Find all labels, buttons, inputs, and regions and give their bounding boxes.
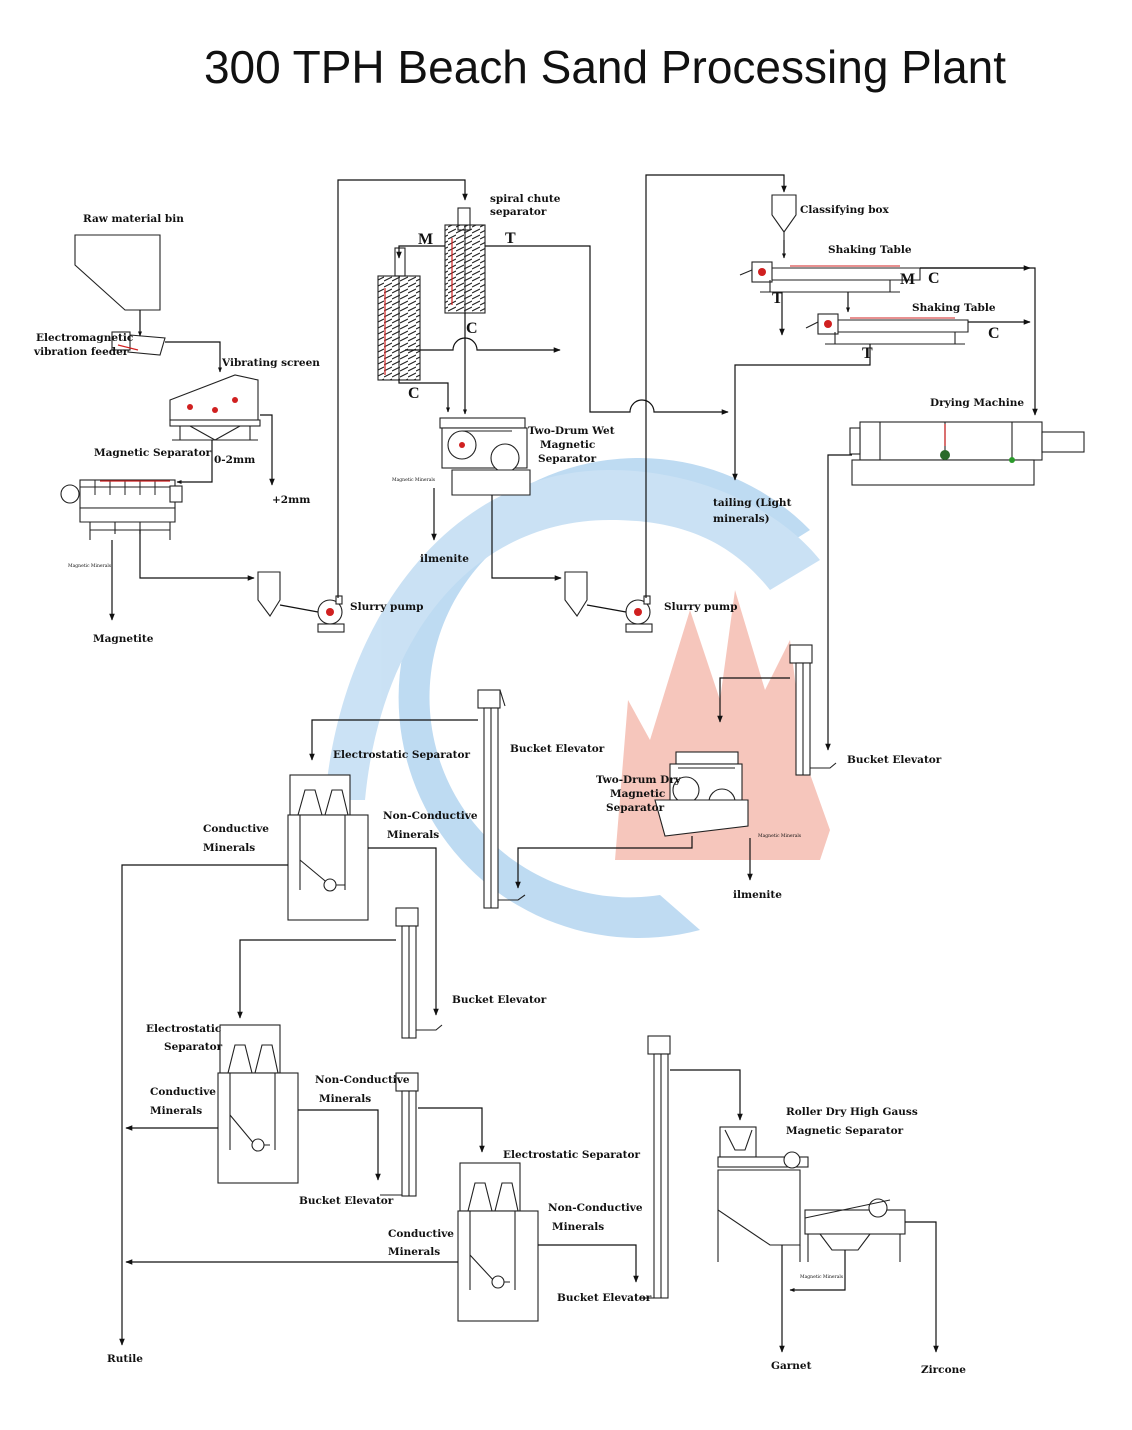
label-conductive-2a: Conductive [150, 1086, 216, 1098]
label-roller-separator-1: Roller Dry High Gauss [786, 1106, 918, 1118]
label-dry-separator-2: Magnetic [610, 788, 665, 800]
label-ilmenite-1: ilmenite [420, 553, 469, 565]
bucket-elevator-3 [395, 907, 443, 1039]
label-bucket-elevator-3: Bucket Elevator [452, 994, 547, 1006]
label-c-4: C [988, 325, 1000, 342]
label-non-conductive-2b: Minerals [319, 1093, 371, 1105]
label-bucket-elevator-1: Bucket Elevator [510, 743, 605, 755]
bucket-elevator-4 [380, 1072, 419, 1197]
label-wet-separator-1: Two-Drum Wet [528, 425, 615, 437]
label-ilmenite-2: ilmenite [733, 889, 782, 901]
two-drum-dry-separator [654, 751, 749, 837]
slurry-pump-2 [625, 595, 653, 633]
label-tailing-1: tailing (Light [713, 497, 792, 509]
label-slurry-pump-2: Slurry pump [664, 601, 737, 613]
magnetic-separator-1 [60, 479, 183, 540]
label-magnetite: Magnetite [93, 633, 154, 645]
slurry-pump-1 [317, 595, 345, 633]
raw-material-bin [74, 234, 161, 311]
vibration-feeder [111, 331, 166, 356]
electrostatic-separator-1 [287, 774, 369, 921]
label-shaking-table-1: Shaking Table [828, 244, 912, 256]
bucket-elevator-1 [477, 689, 526, 909]
label-conductive-1a: Conductive [203, 823, 269, 835]
label-garnet: Garnet [771, 1360, 812, 1372]
spiral-chute-2 [444, 207, 486, 314]
label-raw-material-bin: Raw material bin [83, 213, 184, 225]
label-conductive-3a: Conductive [388, 1228, 454, 1240]
flow-lines [109, 174, 1038, 1353]
label-non-conductive-2a: Non-Conductive [315, 1074, 410, 1086]
label-conductive-1b: Minerals [203, 842, 255, 854]
label-conductive-3b: Minerals [388, 1246, 440, 1258]
label-non-conductive-1a: Non-Conductive [383, 810, 478, 822]
label-classifying-box: Classifying box [800, 204, 890, 216]
label-dry-separator-3: Separator [606, 802, 665, 814]
label-bucket-elevator-4: Bucket Elevator [299, 1195, 394, 1207]
label-electrostatic-2b: Separator [164, 1041, 223, 1053]
label-t-2: T [772, 290, 783, 307]
electrostatic-separator-3 [457, 1162, 539, 1322]
label-non-conductive-1b: Minerals [387, 829, 439, 841]
label-c-2: C [408, 385, 420, 402]
label-magnetic-minerals-1: Magnetic Minerals [68, 563, 112, 569]
bucket-elevator-2 [789, 644, 837, 776]
label-non-conductive-3a: Non-Conductive [548, 1202, 643, 1214]
watermark-logo [325, 457, 830, 938]
label-drying-machine: Drying Machine [930, 397, 1024, 409]
label-electrostatic-2a: Electrostatic [146, 1023, 221, 1035]
roller-separator [717, 1126, 906, 1262]
label-c-1: C [466, 320, 478, 337]
vibrating-screen [169, 374, 261, 441]
bucket-elevator-5 [640, 1035, 671, 1299]
label-spiral-chute-1: spiral chute [490, 193, 561, 205]
label-roller-separator-2: Magnetic Separator [786, 1125, 904, 1137]
shaking-table-2 [805, 313, 969, 345]
label-size-coarse: +2mm [272, 494, 310, 506]
label-spiral-chute-2: separator [490, 206, 547, 218]
label-electrostatic-1: Electrostatic Separator [333, 749, 471, 761]
two-drum-wet-separator [439, 417, 531, 496]
label-electrostatic-3: Electrostatic Separator [503, 1149, 641, 1161]
label-bucket-elevator-2: Bucket Elevator [847, 754, 942, 766]
diagram-title: 300 TPH Beach Sand Processing Plant [203, 41, 1007, 93]
label-tailing-2: minerals) [713, 513, 770, 525]
label-size-fine: 0-2mm [214, 454, 255, 466]
spiral-chute-1 [377, 247, 421, 381]
label-vibrating-screen: Vibrating screen [221, 357, 320, 369]
sump-box-2 [564, 571, 588, 617]
label-shaking-table-2: Shaking Table [912, 302, 996, 314]
label-m-1: M [418, 231, 433, 248]
label-conductive-2b: Minerals [150, 1105, 202, 1117]
drying-machine [849, 421, 1085, 486]
label-rutile: Rutile [107, 1353, 143, 1365]
label-slurry-pump-1: Slurry pump [350, 601, 423, 613]
label-vibration-feeder-1: Electromagnetic [36, 332, 133, 344]
label-wet-separator-2: Magnetic [540, 439, 595, 451]
labels: Raw material bin Electromagnetic vibrati… [33, 193, 1024, 1376]
label-magnetic-separator: Magnetic Separator [94, 447, 212, 459]
electrostatic-separator-2 [217, 1024, 299, 1184]
label-bucket-elevator-5: Bucket Elevator [557, 1292, 652, 1304]
label-c-3: C [928, 270, 940, 287]
label-zircone: Zircone [921, 1364, 966, 1376]
classifying-box [771, 194, 797, 240]
label-magnetic-minerals-3: Magnetic Minerals [758, 833, 802, 839]
label-dry-separator-1: Two-Drum Dry [596, 774, 682, 786]
sump-box-1 [257, 571, 281, 617]
label-magnetic-minerals-2: Magnetic Minerals [392, 477, 436, 483]
shaking-table-1 [739, 261, 921, 293]
label-non-conductive-3b: Minerals [552, 1221, 604, 1233]
label-vibration-feeder-2: vibration feeder [33, 346, 129, 358]
label-wet-separator-3: Separator [538, 453, 597, 465]
label-m-2: M [900, 271, 915, 288]
label-t-1: T [505, 230, 516, 247]
label-magnetic-minerals-4: Magnetic Minerals [800, 1274, 844, 1280]
label-t-3: T [862, 345, 873, 362]
